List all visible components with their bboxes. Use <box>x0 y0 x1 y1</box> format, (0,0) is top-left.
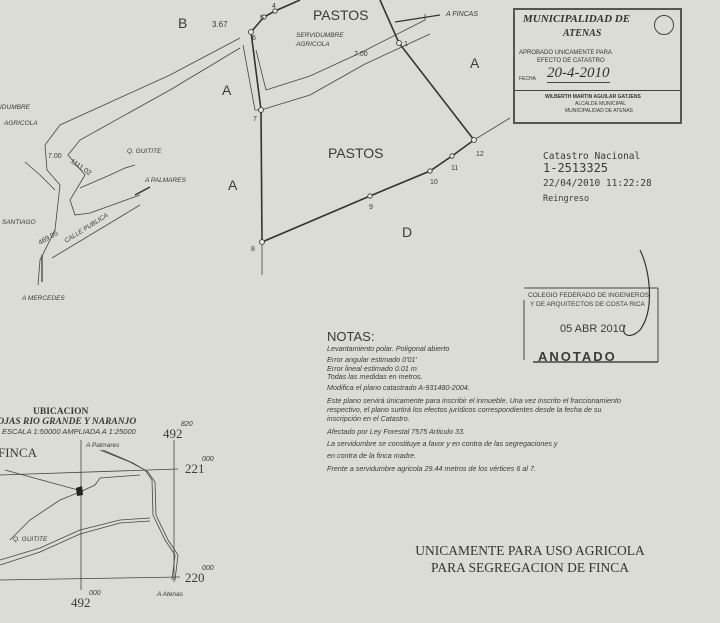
note-line: Error angular estimado 0'01' <box>327 355 417 365</box>
municipal-signer-role: ALCALDE MUNICIPAL <box>575 101 627 107</box>
colegio-stamp: COLEGIO FEDERADO DE INGENIEROS Y DE ARQU… <box>523 249 659 364</box>
catastro-stamp: Catastro Nacional 1-2513325 22/04/2010 1… <box>543 151 652 204</box>
creek-line <box>24 161 56 191</box>
usage-footer: UNICAMENTE PARA USO AGRICOLA PARA SEGREG… <box>380 542 680 576</box>
note-line: Levantamiento polar. Poligonal abierto <box>327 344 450 353</box>
road-line <box>37 37 241 286</box>
note-line: Modifica el plano catastrado A-931480-20… <box>327 383 470 393</box>
label-servidumbre: SERVIDUMBRE <box>296 32 344 39</box>
footer-line-2: PARA SEGREGACION DE FINCA <box>431 560 629 575</box>
label-servidumbre-left: IDUMBRE <box>0 104 31 111</box>
coord-y-bottom-sup: 000 <box>202 565 214 572</box>
boundary-line <box>250 0 476 244</box>
location-scale: ESCALA 1:50000 AMPLIADA A 1:25000 <box>2 427 137 436</box>
divider <box>515 90 680 91</box>
vertex-label-10: 10 <box>430 179 438 186</box>
catastro-number: 1-2513325 <box>543 161 608 175</box>
vertex-label-4: 4 <box>272 3 276 10</box>
easement-line <box>260 33 431 111</box>
arrow-a-palmares <box>134 186 151 196</box>
label-pastos-main: PASTOS <box>328 145 384 161</box>
label-agricola-left: AGRICOLA <box>3 120 38 127</box>
distance-label: 469.05 <box>38 230 60 247</box>
vertex-label-7: 7 <box>253 116 257 123</box>
creek-line <box>79 164 136 189</box>
road-line <box>51 204 141 259</box>
municipal-approval-stamp: MUNICIPALIDAD DE ATENAS APROBADO UNICAME… <box>513 8 682 124</box>
vertex-label-1: 1 <box>404 41 408 48</box>
coord-top-x: 492 <box>163 426 183 441</box>
label-pastos-top: PASTOS <box>313 7 369 23</box>
finca-marker <box>76 486 83 496</box>
coord-bottom-x: 492 <box>71 595 91 610</box>
location-a-atenas: A Atenas <box>156 591 184 598</box>
colegio-line-2: Y DE ARQUITECTOS DE COSTA RICA <box>530 301 646 308</box>
municipal-fecha-label: FECHA <box>519 76 536 82</box>
zone-d: D <box>402 224 412 240</box>
zone-a: A <box>470 55 480 71</box>
notes-title: NOTAS: <box>327 329 375 344</box>
note-line: Error lineal estimado 0.01 m <box>327 363 417 373</box>
municipal-line-2: EFECTO DE CATASTRO <box>537 58 605 64</box>
location-finca: FINCA <box>0 445 38 460</box>
coord-y-top: 221 <box>185 461 205 476</box>
label-q-guitite: Q. GUITITE <box>127 148 162 155</box>
vertex-label-12: 12 <box>476 151 484 158</box>
notes-section: NOTAS: Levantamiento polar. Poligonal ab… <box>327 330 657 474</box>
colegio-line-1: COLEGIO FEDERADO DE INGENIEROS <box>528 292 650 299</box>
label-a-palmares: A PALMARES <box>144 177 186 184</box>
municipal-line-1: APROBADO UNICAMENTE PARA <box>519 50 612 56</box>
vertex-label-9: 9 <box>369 204 373 211</box>
colegio-date: 05 ABR 2010 <box>560 323 625 335</box>
label-a-fincas: A FINCAS <box>445 11 478 18</box>
note-line: La servidumbre se constituye a favor y e… <box>327 439 558 461</box>
width-label: 7.00 <box>354 51 368 58</box>
municipal-fecha-value: 20-4-2010 <box>547 65 610 83</box>
municipal-signer: WILBERTH MARTIN AGUILAR GATJENS <box>545 94 641 100</box>
distance-label: 3.67 <box>212 20 228 29</box>
distance-label: 1111.02 <box>69 158 93 177</box>
municipal-signer-org: MUNICIPALIDAD DE ATENAS <box>565 108 633 114</box>
width-label: 7.00 <box>48 153 62 160</box>
vertex-label-8: 8 <box>251 246 255 253</box>
zone-a: A <box>228 177 238 193</box>
label-agricola: AGRICOLA <box>295 41 330 48</box>
road-line <box>67 47 241 216</box>
note-line: Todas las medidas en metros. <box>327 371 423 381</box>
note-line: Afectado por Ley Forestal 7575 Articulo … <box>327 426 465 436</box>
label-calle-publica: CALLE PUBLICA <box>63 212 109 245</box>
location-title: UBICACION <box>33 407 89 417</box>
note-line: Frente a servidumbre agricola 29.44 metr… <box>327 464 536 474</box>
coord-bottom-x-sup: 000 <box>89 590 101 597</box>
municipal-seal-icon <box>654 15 674 35</box>
easement-line <box>265 14 426 91</box>
location-q-guitite: Q. GUITITE <box>13 536 48 543</box>
zone-b: B <box>178 15 187 31</box>
coord-top-x-sup: 820 <box>181 421 193 428</box>
municipal-title-2: ATENAS <box>563 28 602 39</box>
colegio-status: ANOTADO <box>538 349 617 364</box>
catastro-title: Catastro Nacional <box>543 151 640 162</box>
municipal-title: MUNICIPALIDAD DE <box>523 13 631 25</box>
arrow-a-fincas <box>394 14 441 23</box>
location-sheet: HOJAS RIO GRANDE Y NARANJO <box>0 417 136 427</box>
boundary-extension <box>473 117 511 141</box>
vertex-label-6: 6 <box>252 35 256 42</box>
catastro-datetime: 22/04/2010 11:22:28 <box>543 178 652 189</box>
zone-a: A <box>222 82 232 98</box>
catastro-status: Reingreso <box>543 194 589 204</box>
vertex-label-5: 5 <box>260 15 264 22</box>
footer-line-1: UNICAMENTE PARA USO AGRICOLA <box>415 543 645 558</box>
location-a-palmares: A Palmares <box>85 442 120 449</box>
vertex-label-11: 11 <box>451 165 458 172</box>
label-a-mercedes: A MERCEDES <box>21 295 65 302</box>
coord-y-bottom: 220 <box>185 570 205 585</box>
label-santiago: SANTIAGO <box>2 219 36 226</box>
location-map <box>0 440 181 590</box>
coord-y-top-sup: 000 <box>202 456 214 463</box>
easement-line <box>255 49 267 91</box>
vertex-markers <box>248 8 477 245</box>
note-line: Este plano servirá únicamente para inscr… <box>327 395 622 424</box>
